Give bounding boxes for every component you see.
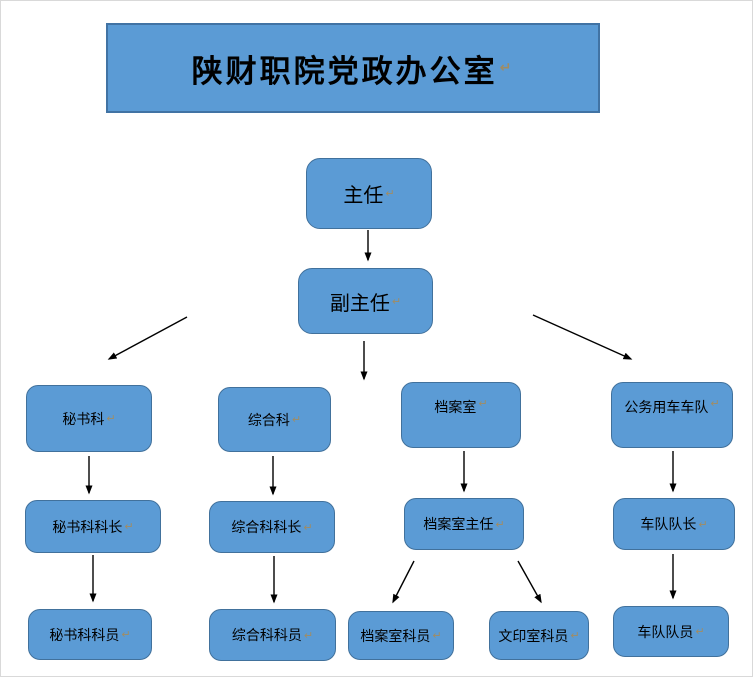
return-mark-icon: ↵ bbox=[303, 520, 313, 534]
node-secretary-clerk[interactable]: 秘书科科员↵ bbox=[28, 609, 152, 660]
node-label: 秘书科 bbox=[62, 412, 105, 428]
node-vehicle-fleet[interactable]: 公务用车车队↵ bbox=[611, 382, 733, 448]
node-label: 车队队员 bbox=[637, 625, 694, 641]
return-mark-icon: ↵ bbox=[499, 60, 515, 76]
node-archives-room[interactable]: 档案室↵ bbox=[401, 382, 521, 448]
arrow-archives-director-archives-clerk bbox=[392, 560, 415, 604]
return-mark-icon: ↵ bbox=[698, 517, 708, 531]
return-mark-icon: ↵ bbox=[695, 625, 705, 638]
return-mark-icon: ↵ bbox=[291, 413, 302, 426]
return-mark-icon: ↵ bbox=[710, 397, 720, 410]
return-mark-icon: ↵ bbox=[478, 397, 488, 410]
return-mark-icon: ↵ bbox=[385, 187, 395, 200]
node-archives-director[interactable]: 档案室主任↵ bbox=[404, 498, 524, 550]
return-mark-icon: ↵ bbox=[121, 628, 131, 641]
node-label: 综合科科员 bbox=[231, 629, 302, 644]
node-printing-clerk[interactable]: 文印室科员↵ bbox=[489, 611, 589, 660]
node-general-clerk[interactable]: 综合科科员↵ bbox=[209, 609, 336, 661]
node-label: 副主任 bbox=[329, 292, 390, 315]
return-mark-icon: ↵ bbox=[124, 520, 134, 533]
node-general-section[interactable]: 综合科↵ bbox=[218, 387, 331, 452]
node-label: 公务用车车队 bbox=[624, 401, 709, 416]
node-label: 车队队长 bbox=[640, 518, 697, 533]
node-label: 档案室 bbox=[434, 401, 477, 416]
return-mark-icon: ↵ bbox=[106, 412, 116, 425]
node-label: 秘书科科员 bbox=[49, 628, 120, 644]
return-mark-icon: ↵ bbox=[432, 629, 442, 642]
node-label: 秘书科科长 bbox=[52, 520, 123, 536]
title-banner[interactable]: 陕财职院党政办公室↵ bbox=[106, 23, 600, 113]
node-archives-clerk[interactable]: 档案室科员↵ bbox=[348, 611, 454, 660]
return-mark-icon: ↵ bbox=[391, 294, 402, 308]
return-mark-icon: ↵ bbox=[495, 517, 505, 531]
node-general-chief[interactable]: 综合科科长↵ bbox=[209, 501, 335, 553]
node-director[interactable]: 主任↵ bbox=[306, 158, 432, 229]
return-mark-icon: ↵ bbox=[303, 628, 314, 642]
arrow-archives-director-printing-clerk bbox=[517, 560, 542, 604]
node-label: 档案室主任 bbox=[423, 518, 494, 533]
page-title: 陕财职院党政办公室 bbox=[191, 53, 498, 89]
arrow-deputy-secretary-section bbox=[107, 316, 188, 360]
arrow-deputy-vehicle-fleet bbox=[532, 314, 633, 360]
node-label: 主任 bbox=[343, 185, 384, 207]
node-secretary-chief[interactable]: 秘书科科长↵ bbox=[25, 500, 161, 553]
node-label: 综合科科长 bbox=[231, 521, 302, 536]
node-fleet-member[interactable]: 车队队员↵ bbox=[613, 606, 729, 657]
node-deputy-director[interactable]: 副主任↵ bbox=[298, 268, 433, 334]
node-fleet-captain[interactable]: 车队队长↵ bbox=[613, 498, 735, 550]
node-label: 档案室科员 bbox=[360, 629, 431, 645]
node-label: 文印室科员 bbox=[498, 629, 569, 645]
node-secretary-section[interactable]: 秘书科↵ bbox=[26, 385, 152, 452]
node-label: 综合科 bbox=[247, 413, 290, 429]
return-mark-icon: ↵ bbox=[570, 629, 580, 642]
